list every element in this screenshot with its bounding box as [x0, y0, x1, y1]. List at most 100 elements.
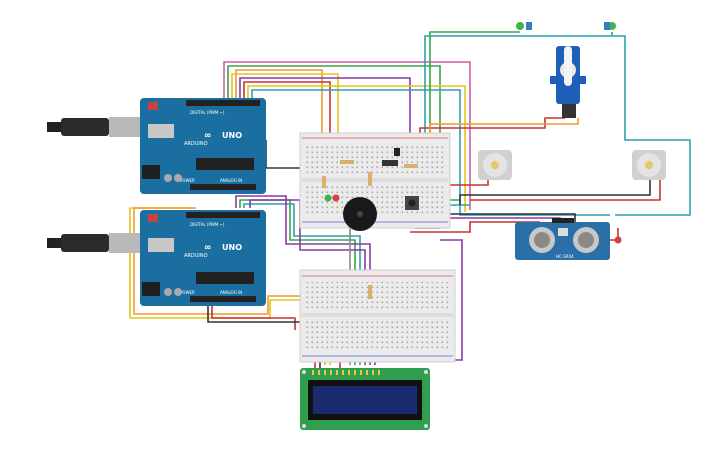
usb-port	[148, 238, 174, 252]
atmega-chip	[196, 272, 254, 284]
led-top-left[interactable]	[516, 22, 532, 30]
ultrasonic-sensor[interactable]: HC-SR04	[515, 218, 610, 260]
motor-shaft	[645, 161, 653, 169]
wire-teal-1[interactable]	[251, 89, 610, 216]
led-top-right[interactable]	[604, 22, 616, 30]
wire-purple-low[interactable]	[235, 195, 371, 365]
power-jack	[142, 282, 160, 296]
wire-teal-right[interactable]	[612, 35, 691, 216]
arduino-logo: ∞	[204, 243, 212, 253]
analog-label: ANALOG IN	[220, 178, 242, 183]
center-channel	[302, 313, 453, 317]
capacitor	[174, 174, 182, 182]
wire-green-1[interactable]	[227, 65, 441, 150]
usb-plug-tip	[47, 238, 61, 248]
lcd-16x2[interactable]	[300, 368, 430, 430]
wire-teal-low[interactable]	[243, 203, 361, 365]
usb-connector	[109, 233, 147, 253]
servo-arm[interactable]	[564, 46, 572, 86]
usb-connector	[109, 117, 147, 137]
arduino-uno-bottom[interactable]: DIGITAL (PWM ~) ∞ ARDUINO UNO POWER ANAL…	[140, 210, 266, 306]
resistor[interactable]	[322, 176, 326, 188]
atmega-chip	[196, 158, 254, 170]
wire-purple-long[interactable]	[440, 239, 463, 290]
usb-plug-tip	[47, 122, 61, 132]
resistor[interactable]	[340, 160, 354, 164]
wire-orange-1[interactable]	[235, 69, 323, 185]
usb-plug-body	[61, 234, 109, 252]
wire-green-low[interactable]	[239, 199, 356, 365]
arduino-model: UNO	[222, 131, 242, 140]
wire-motor2-red[interactable]	[470, 180, 661, 201]
wire-purple-1[interactable]	[239, 77, 411, 148]
arduino-model: UNO	[222, 243, 242, 252]
transducer-mesh	[534, 232, 550, 248]
ic-chip	[382, 160, 398, 166]
sensor-pins	[552, 218, 574, 223]
buzzer-hole	[357, 211, 363, 217]
power-label: POWER	[180, 178, 195, 183]
led-green[interactable]	[516, 22, 524, 30]
led-lens	[526, 22, 532, 30]
servo-motor[interactable]	[550, 46, 586, 118]
wire-teal-led-2[interactable]	[424, 32, 613, 206]
arduino-uno-top[interactable]: DIGITAL (PWM ~) ∞ ARDUINO UNO POWER ANAL…	[140, 98, 266, 194]
wire-motor2-black[interactable]	[459, 180, 651, 205]
digital-label: DIGITAL (PWM ~)	[190, 222, 225, 227]
resistor[interactable]	[368, 172, 372, 186]
push-button-cap[interactable]	[408, 199, 416, 207]
power-jack	[142, 165, 160, 179]
dc-motor-right[interactable]	[632, 150, 666, 180]
mount-hole	[424, 370, 428, 374]
usb-cable-bottom	[47, 233, 147, 253]
led-red[interactable]	[614, 236, 622, 244]
usb-cable-top	[47, 117, 147, 137]
led-green[interactable]	[324, 194, 332, 202]
mount-hole	[302, 424, 306, 428]
analog-label: ANALOG IN	[220, 290, 242, 295]
piezo-buzzer[interactable]	[343, 197, 377, 231]
wire-black-1[interactable]	[265, 140, 300, 169]
wire-yellow-1[interactable]	[231, 73, 339, 185]
led-lens	[604, 22, 610, 30]
center-channel	[302, 178, 448, 182]
digital-header	[186, 100, 260, 106]
digital-label: DIGITAL (PWM ~)	[190, 110, 225, 115]
lcd-pins	[312, 370, 380, 375]
arduino-brand: ARDUINO	[184, 141, 208, 147]
arduino-logo: ∞	[204, 131, 212, 141]
wire-servo-orange[interactable]	[429, 118, 579, 148]
transducer-mesh	[578, 232, 594, 248]
servo-connector	[562, 104, 576, 118]
capacitor	[164, 288, 172, 296]
arduino-brand: ARDUINO	[184, 253, 208, 259]
wire-yellow-2[interactable]	[247, 85, 466, 212]
hole-grid	[305, 282, 450, 310]
resistor[interactable]	[368, 285, 372, 299]
power-label: POWER	[180, 290, 195, 295]
mount-hole	[424, 424, 428, 428]
usb-plug-body	[61, 118, 109, 136]
capacitor	[174, 288, 182, 296]
mount-hole	[302, 370, 306, 374]
capacitor	[164, 174, 172, 182]
wire-pink-1[interactable]	[223, 61, 471, 210]
reset-button[interactable]	[148, 102, 158, 110]
crystal	[558, 228, 568, 236]
breadboard-bottom[interactable]	[299, 269, 456, 363]
led-red[interactable]	[332, 194, 340, 202]
resistor[interactable]	[404, 164, 418, 168]
dc-motor-left[interactable]	[478, 150, 512, 180]
sensor-model: HC-SR04	[556, 254, 574, 259]
wire-us-red[interactable]	[410, 221, 540, 233]
motor-shaft	[491, 161, 499, 169]
analog-header	[190, 296, 256, 302]
wire-red-1[interactable]	[243, 81, 331, 150]
wire-red-low[interactable]	[211, 296, 296, 330]
digital-header	[186, 212, 260, 218]
transistor	[394, 148, 400, 156]
hole-grid	[305, 320, 450, 350]
analog-header	[190, 184, 256, 190]
reset-button[interactable]	[148, 214, 158, 222]
